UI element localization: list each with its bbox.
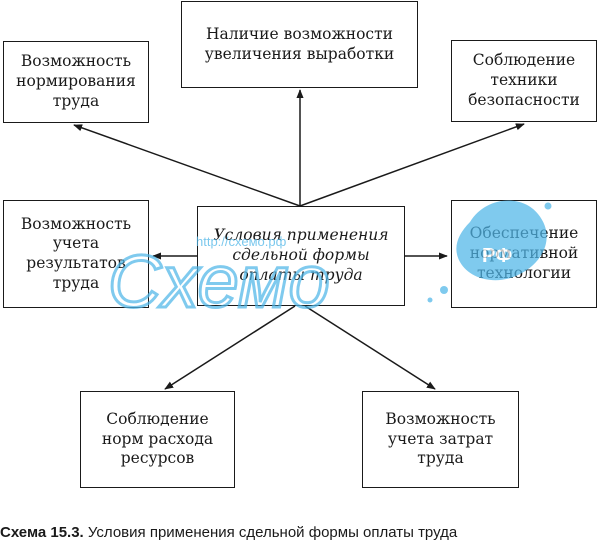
caption-label: Схема 15.3. — [0, 524, 84, 541]
node-top-right-label: Соблюдение техники безопасности — [468, 51, 580, 109]
node-mid-right: Обеспечение нормативной технологии — [451, 200, 597, 308]
node-center-label: Условия применения сдельной формы оплаты… — [213, 226, 389, 284]
node-mid-left-label: Возможность учета результатов труда — [20, 214, 132, 292]
arrow-to-top-right — [299, 123, 525, 207]
arrow-to-bottom-left — [164, 305, 296, 390]
node-bottom-right-label: Возможность учета затрат труда — [385, 409, 496, 468]
node-top: Наличие возможности увеличения выработки — [181, 1, 418, 88]
arrow-to-bottom-right — [304, 305, 436, 390]
node-bottom-left-label: Соблюдение норм расхода ресурсов — [101, 409, 214, 468]
figure-caption: Схема 15.3. Условия применения сдельной … — [0, 524, 600, 541]
node-mid-left: Возможность учета результатов труда — [3, 200, 149, 308]
node-center: Условия применения сдельной формы оплаты… — [197, 206, 405, 306]
arrow-to-top-left — [73, 124, 301, 207]
node-mid-right-label: Обеспечение нормативной технологии — [469, 224, 579, 282]
caption-text: Условия применения сдельной формы оплаты… — [87, 524, 458, 541]
node-top-left: Возможность нормирования труда — [3, 41, 149, 123]
node-top-left-label: Возможность нормирования труда — [16, 52, 136, 110]
node-top-right: Соблюдение техники безопасности — [451, 40, 597, 122]
node-top-label: Наличие возможности увеличения выработки — [204, 24, 395, 63]
node-bottom-right: Возможность учета затрат труда — [362, 391, 519, 488]
node-bottom-left: Соблюдение норм расхода ресурсов — [80, 391, 235, 488]
